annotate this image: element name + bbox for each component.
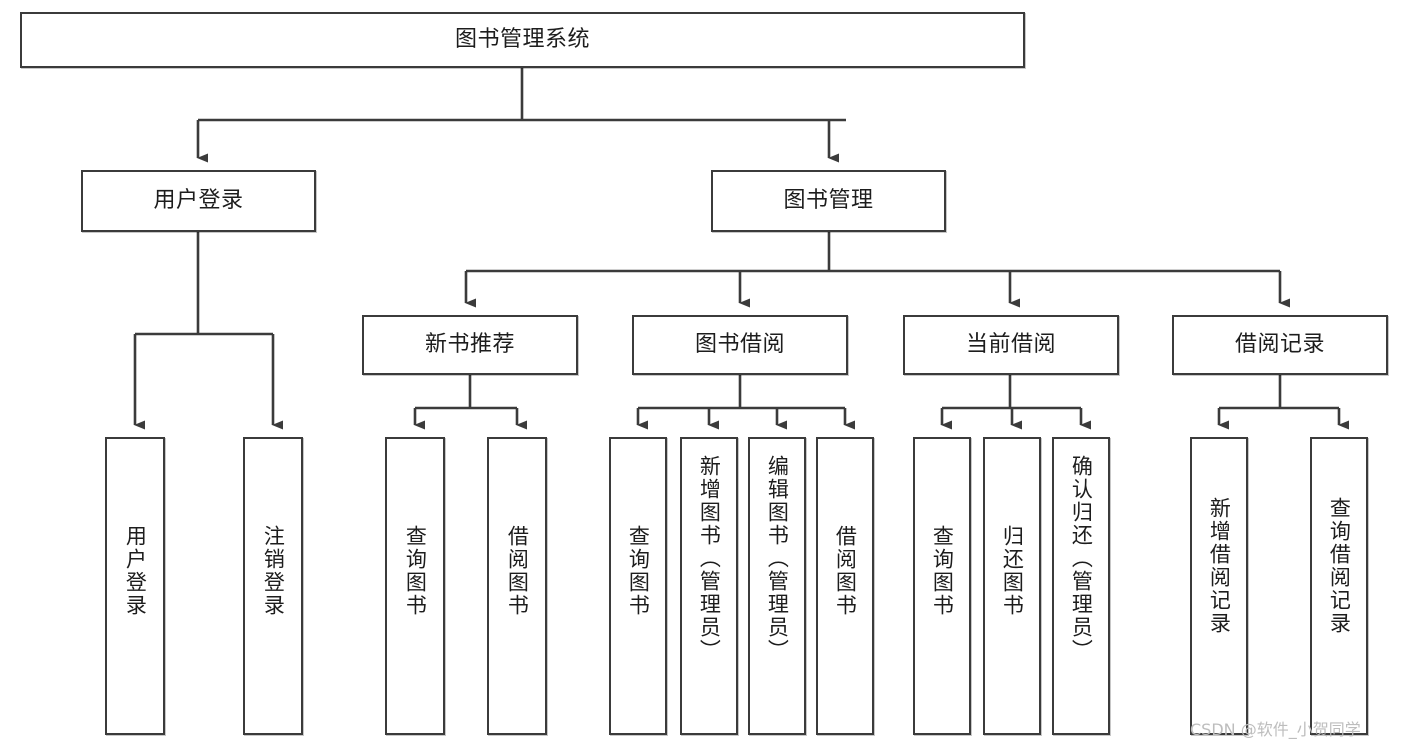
node-user-login[interactable]: 用户登录 xyxy=(81,170,316,232)
node-current-borrow[interactable]: 当前借阅 xyxy=(903,315,1119,375)
node-leaf-rec-query-book-label: 查询图书 xyxy=(403,525,428,617)
node-book-borrow[interactable]: 图书借阅 xyxy=(632,315,848,375)
node-leaf-cur-query-book[interactable]: 查询图书 xyxy=(913,437,971,735)
node-leaf-cur-query-book-label: 查询图书 xyxy=(930,525,955,617)
node-leaf-add-borrow-record[interactable]: 新增借阅记录 xyxy=(1190,437,1248,735)
node-root-label: 图书管理系统 xyxy=(454,27,590,53)
node-leaf-user-logout[interactable]: 注销登录 xyxy=(243,437,303,735)
node-leaf-borrow-query-book[interactable]: 查询图书 xyxy=(609,437,667,735)
node-leaf-rec-query-book[interactable]: 查询图书 xyxy=(385,437,445,735)
node-leaf-query-borrow-record-label: 查询借阅记录 xyxy=(1327,497,1352,635)
node-leaf-confirm-return-admin-label: 确认归还（管理员） xyxy=(1069,455,1094,662)
node-leaf-edit-book-admin-label: 编辑图书（管理员） xyxy=(765,455,790,662)
node-leaf-add-book-admin[interactable]: 新增图书（管理员） xyxy=(680,437,738,735)
node-leaf-borrow-book[interactable]: 借阅图书 xyxy=(816,437,874,735)
node-leaf-borrow-book-label: 借阅图书 xyxy=(833,525,858,617)
node-leaf-add-book-admin-label: 新增图书（管理员） xyxy=(697,455,722,662)
node-leaf-borrow-query-book-label: 查询图书 xyxy=(626,525,651,617)
node-leaf-rec-borrow-book[interactable]: 借阅图书 xyxy=(487,437,547,735)
node-leaf-return-book[interactable]: 归还图书 xyxy=(983,437,1041,735)
node-leaf-edit-book-admin[interactable]: 编辑图书（管理员） xyxy=(748,437,806,735)
node-leaf-confirm-return-admin[interactable]: 确认归还（管理员） xyxy=(1052,437,1110,735)
node-new-book-rec-label: 新书推荐 xyxy=(424,332,515,358)
node-borrow-record-label: 借阅记录 xyxy=(1234,332,1325,358)
node-leaf-user-login[interactable]: 用户登录 xyxy=(105,437,165,735)
node-leaf-add-borrow-record-label: 新增借阅记录 xyxy=(1207,497,1232,635)
node-leaf-rec-borrow-book-label: 借阅图书 xyxy=(505,525,530,617)
node-new-book-rec[interactable]: 新书推荐 xyxy=(362,315,578,375)
node-leaf-return-book-label: 归还图书 xyxy=(1000,525,1025,617)
node-book-borrow-label: 图书借阅 xyxy=(694,332,785,358)
node-book-manage-label: 图书管理 xyxy=(783,188,874,214)
node-leaf-user-logout-label: 注销登录 xyxy=(261,525,286,617)
node-leaf-user-login-label: 用户登录 xyxy=(123,525,148,617)
node-current-borrow-label: 当前借阅 xyxy=(965,332,1056,358)
watermark-text: CSDN @软件_小贺同学 xyxy=(1190,720,1361,739)
node-leaf-query-borrow-record[interactable]: 查询借阅记录 xyxy=(1310,437,1368,735)
node-borrow-record[interactable]: 借阅记录 xyxy=(1172,315,1388,375)
node-book-manage[interactable]: 图书管理 xyxy=(711,170,946,232)
node-user-login-label: 用户登录 xyxy=(153,188,244,214)
node-root[interactable]: 图书管理系统 xyxy=(20,12,1025,68)
